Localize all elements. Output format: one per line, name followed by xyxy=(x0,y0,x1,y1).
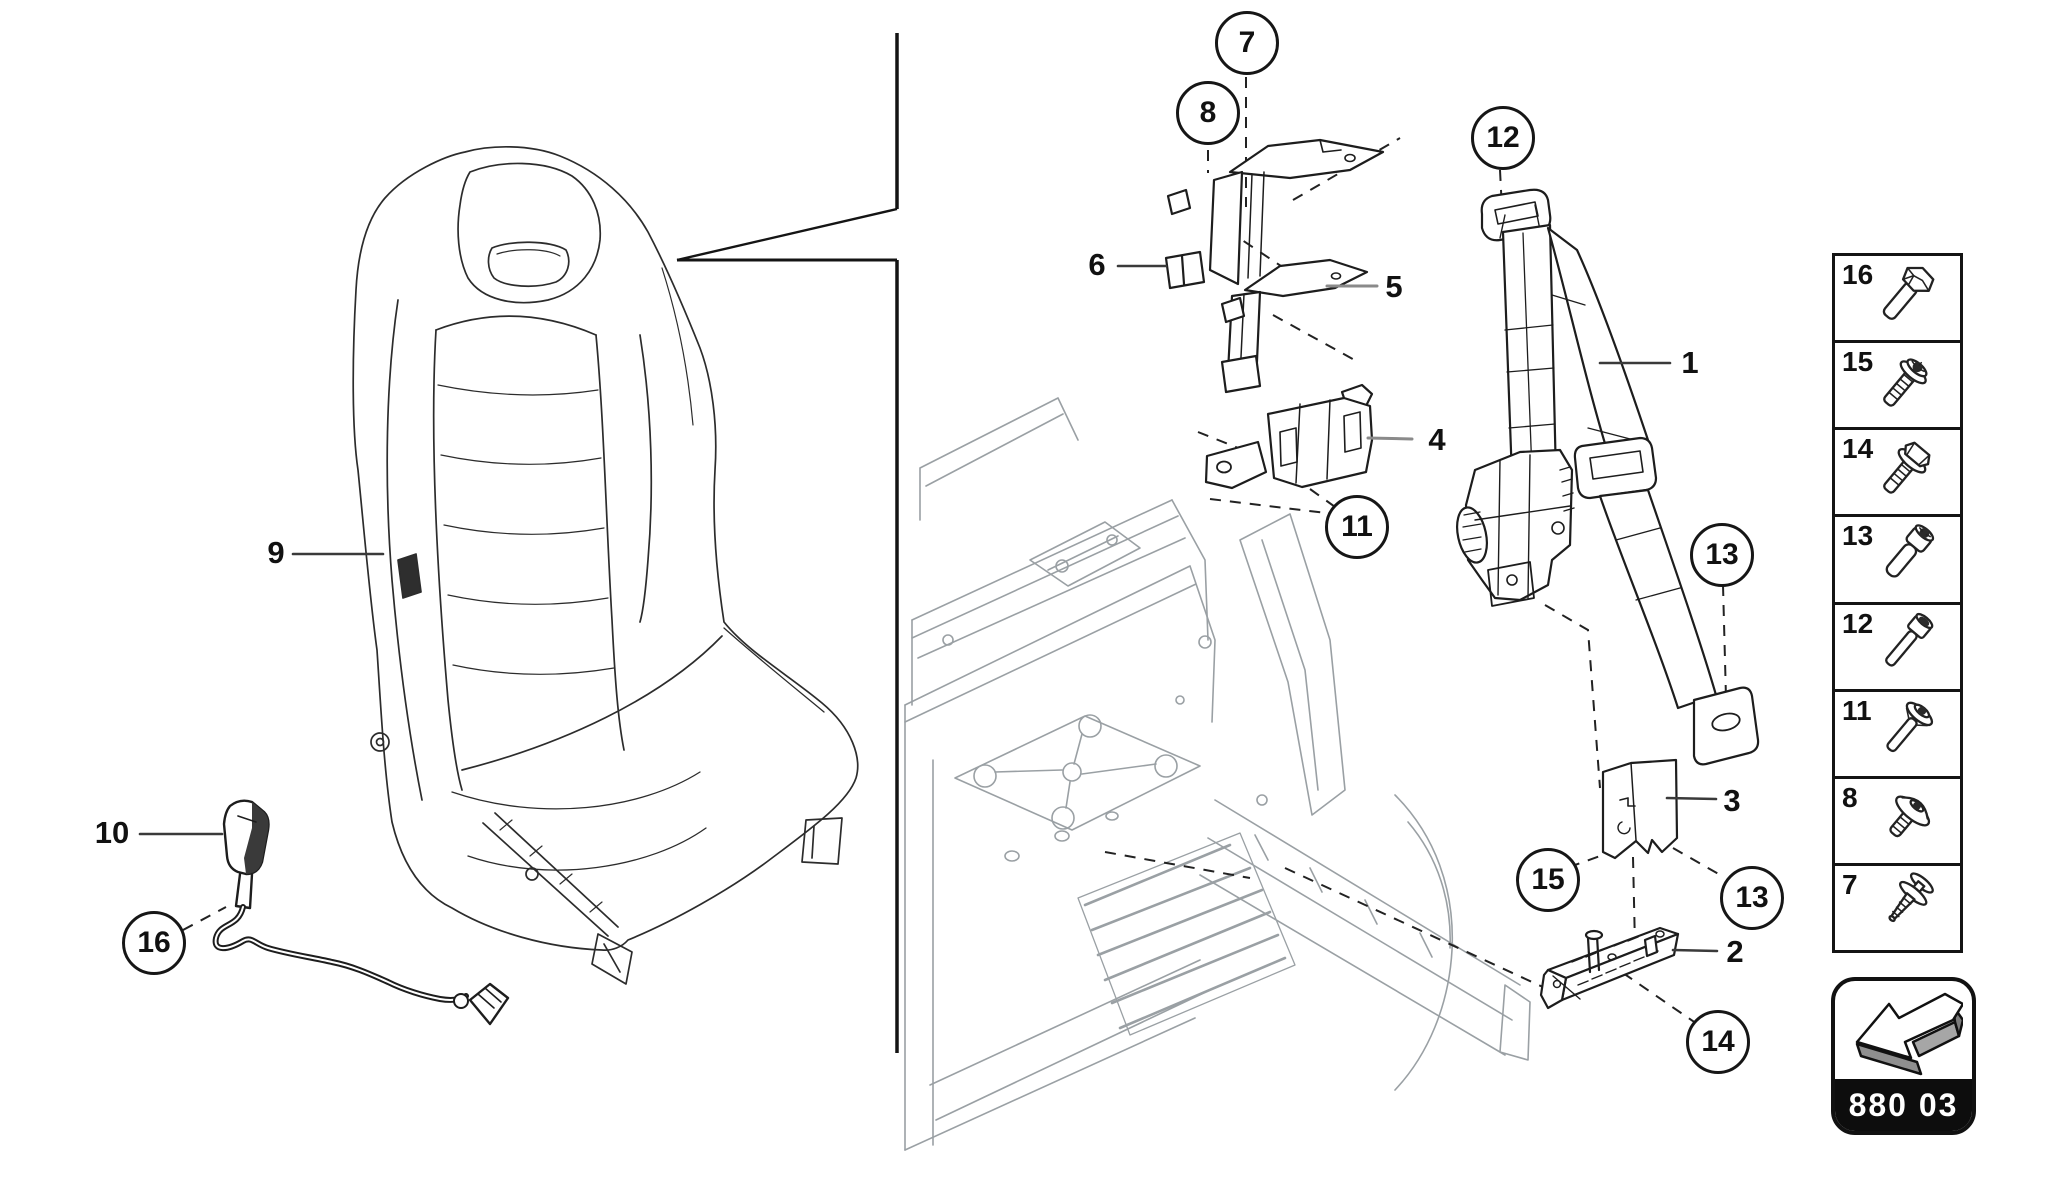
legend-row-15[interactable]: 15 xyxy=(1835,343,1960,431)
part-label-2[interactable]: 2 xyxy=(1726,934,1744,969)
legend-row-16[interactable]: 16 xyxy=(1835,256,1960,344)
fastener-legend: 16 15 14 13 xyxy=(1832,253,1963,953)
legend-number: 7 xyxy=(1842,868,1858,900)
legend-row-13[interactable]: 13 xyxy=(1835,517,1960,605)
torx-button-screw-icon xyxy=(1886,701,1934,752)
callout-circle-11[interactable]: 11 xyxy=(1325,495,1389,559)
legend-row-12[interactable]: 12 xyxy=(1835,605,1960,692)
callout-number: 8 xyxy=(1199,96,1217,129)
part-label-9[interactable]: 9 xyxy=(267,535,285,570)
section-nav-arrow-icon xyxy=(1835,981,1972,1079)
legend-number: 15 xyxy=(1842,346,1874,378)
part-label-3[interactable]: 3 xyxy=(1723,783,1741,818)
legend-row-7[interactable]: 7 xyxy=(1835,866,1960,950)
callout-number: 12 xyxy=(1486,121,1520,154)
dashed-leader-lines xyxy=(182,77,1727,1027)
callout-number: 15 xyxy=(1531,863,1565,896)
part-label-10[interactable]: 10 xyxy=(94,815,130,850)
callout-circle-15[interactable]: 15 xyxy=(1516,848,1580,912)
callout-circle-7[interactable]: 7 xyxy=(1215,11,1279,75)
legend-row-14[interactable]: 14 xyxy=(1835,430,1960,518)
part-label-6[interactable]: 6 xyxy=(1088,247,1106,282)
seat-illustration xyxy=(352,146,859,985)
section-code-label: 880 03 xyxy=(1835,1079,1972,1131)
socket-head-screw-icon xyxy=(1885,612,1934,667)
part-label-4[interactable]: 4 xyxy=(1428,422,1446,457)
torx-flange-bolt-icon xyxy=(1883,358,1928,407)
hex-bolt-icon xyxy=(1882,266,1935,320)
legend-number: 16 xyxy=(1842,259,1874,290)
legend-number: 11 xyxy=(1842,694,1872,726)
callout-number: 13 xyxy=(1735,881,1769,914)
seatbelt-assembly xyxy=(1456,188,1760,766)
chassis-illustration xyxy=(904,397,1531,1151)
section-code-box[interactable]: 880 03 xyxy=(1831,977,1976,1135)
socket-round-head-bolt-icon xyxy=(1885,524,1935,578)
callout-circle-12[interactable]: 12 xyxy=(1471,106,1535,170)
divider-line xyxy=(676,33,899,1053)
callout-circle-14[interactable]: 14 xyxy=(1686,1010,1750,1074)
callout-circle-13-upper[interactable]: 13 xyxy=(1690,523,1754,587)
legend-number: 13 xyxy=(1842,520,1874,552)
callout-number: 13 xyxy=(1705,538,1739,571)
part-label-1[interactable]: 1 xyxy=(1681,345,1699,380)
callout-circle-16[interactable]: 16 xyxy=(122,911,186,975)
hex-flange-bolt-icon xyxy=(1883,441,1931,494)
callout-circle-13-lower[interactable]: 13 xyxy=(1720,866,1784,930)
callout-number: 11 xyxy=(1341,510,1373,543)
legend-row-11[interactable]: 11 xyxy=(1835,692,1960,779)
callout-number: 16 xyxy=(137,926,171,959)
callout-number: 7 xyxy=(1238,26,1256,59)
part-label-5[interactable]: 5 xyxy=(1385,269,1403,304)
bracket-parts-6-5-4 xyxy=(1164,138,1385,490)
bracket-3-and-rail-2 xyxy=(1539,758,1680,1010)
callout-circle-8[interactable]: 8 xyxy=(1176,81,1240,145)
flange-button-screw-icon xyxy=(1889,795,1931,837)
push-rivet-clip-icon xyxy=(1888,872,1934,922)
callout-number: 14 xyxy=(1701,1025,1735,1058)
legend-row-8[interactable]: 8 xyxy=(1835,779,1960,866)
label-leader-lines xyxy=(138,264,1719,953)
legend-number: 12 xyxy=(1842,607,1874,639)
legend-number: 14 xyxy=(1842,433,1874,465)
seat-buckle-and-cable xyxy=(212,799,510,1026)
legend-number: 8 xyxy=(1842,781,1858,813)
